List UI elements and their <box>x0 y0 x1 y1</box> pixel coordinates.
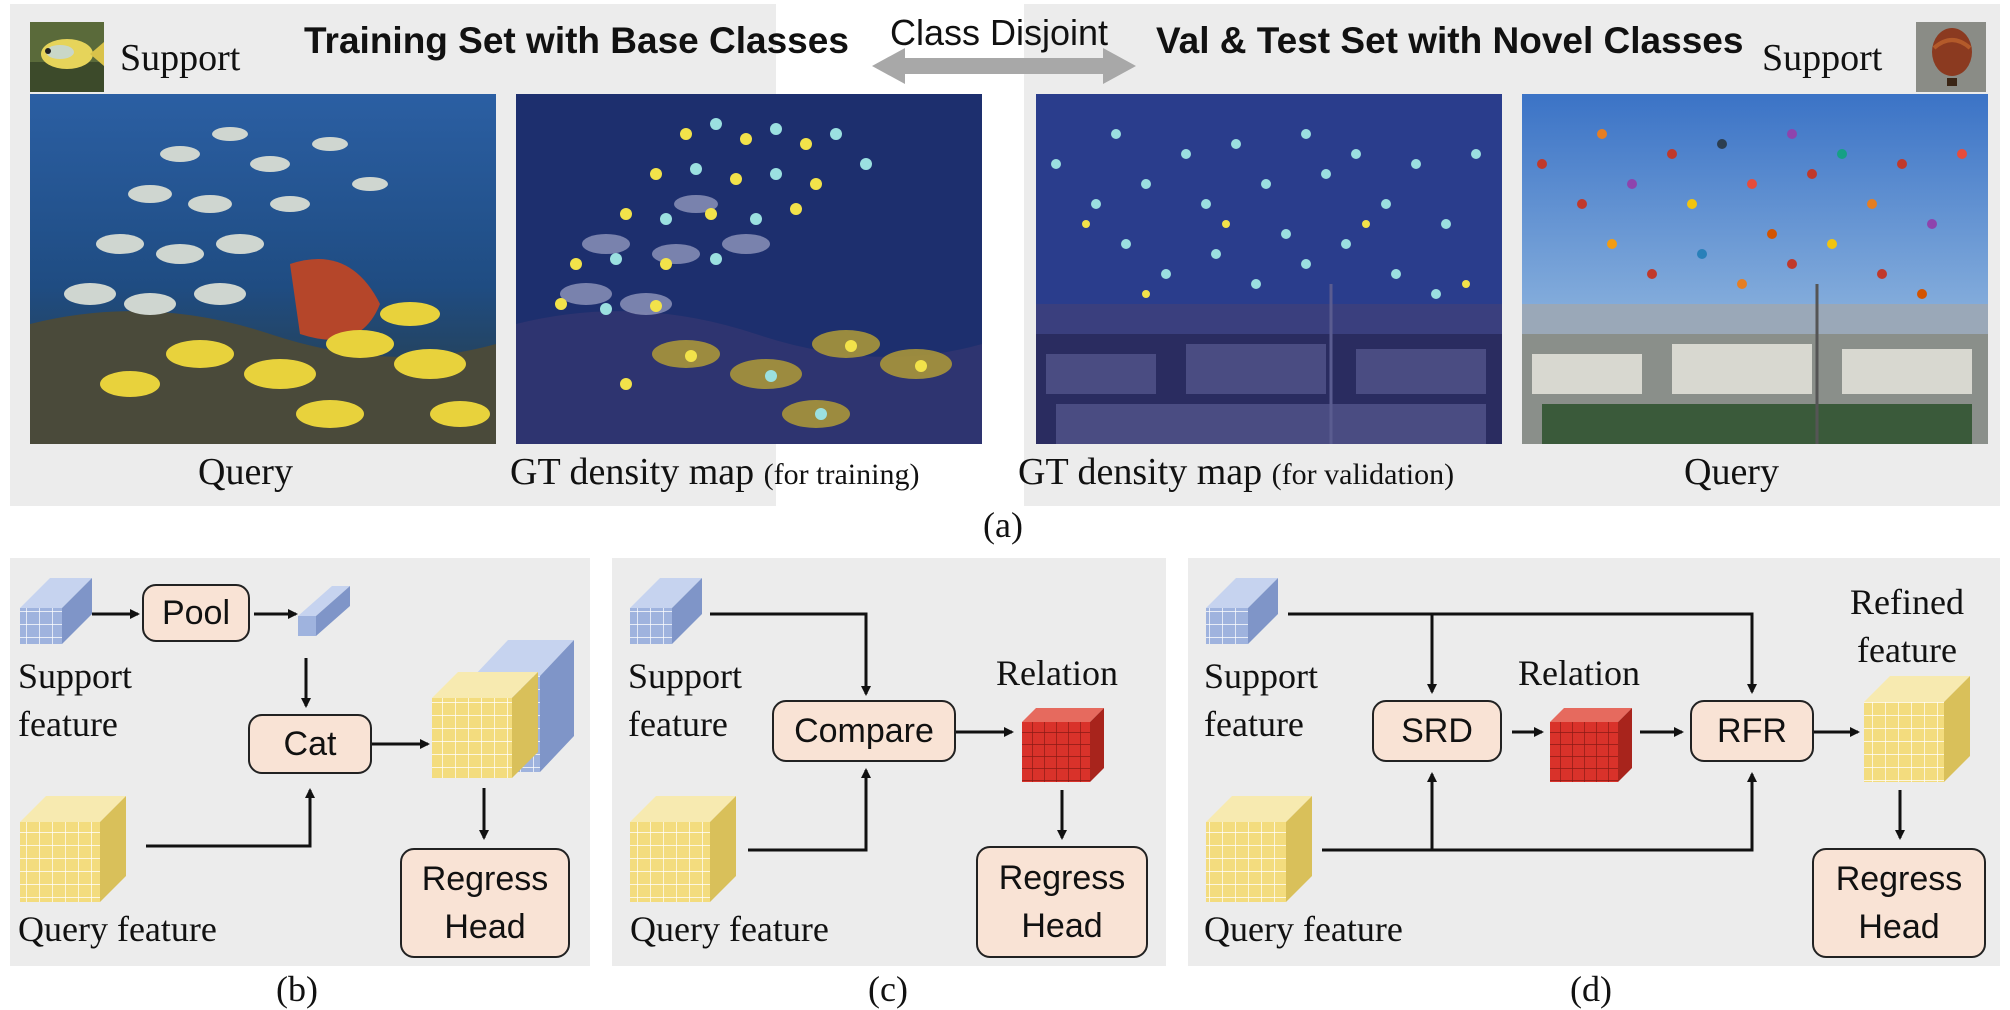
support-feature-label-d: Support feature <box>1204 652 1318 748</box>
support-fish-thumbnail <box>30 22 104 92</box>
gt-validation-sub: (for validation) <box>1271 458 1455 491</box>
gt-density-map-validation <box>1036 94 1502 444</box>
gt-validation-label: GT density map (for validation) <box>1018 450 1454 494</box>
gt-validation-main: GT density map <box>1018 451 1263 493</box>
query-balloon-image <box>1522 94 1988 444</box>
regress-head-c-line1: Regress <box>998 859 1126 897</box>
support-feature-label-b-line1: Support <box>18 656 133 696</box>
caption-d: (d) <box>1570 969 1612 1009</box>
srd-block: SRD <box>1372 700 1502 762</box>
refined-feature-line2: feature <box>1857 630 1957 670</box>
regress-head-b-line1: Regress <box>421 860 549 898</box>
support-feature-label-d-line2: feature <box>1204 704 1304 744</box>
query-label-right: Query <box>1684 451 1779 493</box>
refined-feature-line1: Refined <box>1850 582 1964 622</box>
gt-density-map-training <box>516 94 982 444</box>
relation-label-c: Relation <box>996 653 1118 693</box>
gt-training-sub: (for training) <box>763 458 920 491</box>
gt-training-label: GT density map (for training) <box>510 450 919 494</box>
relation-label-d: Relation <box>1518 653 1640 693</box>
compare-block: Compare <box>772 700 956 762</box>
query-feature-label-c: Query feature <box>630 909 829 949</box>
support-label-right: Support <box>1762 37 1883 79</box>
caption-b: (b) <box>276 969 318 1009</box>
query-label-left: Query <box>198 451 293 493</box>
header-val-test-set: Val & Test Set with Novel Classes <box>1156 20 1744 61</box>
support-feature-label-c-line1: Support <box>628 656 743 696</box>
gt-training-main: GT density map <box>510 451 755 493</box>
refined-feature-label: Refined feature <box>1850 578 1964 674</box>
caption-c: (c) <box>868 969 908 1009</box>
query-feature-label-b: Query feature <box>18 909 217 949</box>
support-label-left: Support <box>120 37 241 79</box>
regress-head-block-b: Regress Head <box>400 848 570 958</box>
header-training-set: Training Set with Base Classes <box>304 20 849 61</box>
cat-block: Cat <box>248 714 372 774</box>
query-feature-label-d: Query feature <box>1204 909 1403 949</box>
regress-head-d-line2: Head <box>1858 908 1940 946</box>
support-feature-label-d-line1: Support <box>1204 656 1319 696</box>
support-feature-label-c: Support feature <box>628 652 742 748</box>
query-fish-image <box>30 94 496 444</box>
support-feature-label-c-line2: feature <box>628 704 728 744</box>
regress-head-block-d: Regress Head <box>1812 848 1986 958</box>
regress-head-b-line2: Head <box>444 908 526 946</box>
support-feature-label-b: Support feature <box>18 652 132 748</box>
regress-head-d-line1: Regress <box>1835 860 1963 898</box>
support-balloon-thumbnail <box>1916 22 1986 92</box>
caption-a: (a) <box>983 505 1023 545</box>
regress-head-c-line2: Head <box>1021 907 1103 945</box>
support-feature-label-b-line2: feature <box>18 704 118 744</box>
header-class-disjoint: Class Disjoint <box>890 12 1109 53</box>
regress-head-block-c: Regress Head <box>976 846 1148 958</box>
rfr-block: RFR <box>1690 700 1814 762</box>
pool-block: Pool <box>142 584 250 642</box>
